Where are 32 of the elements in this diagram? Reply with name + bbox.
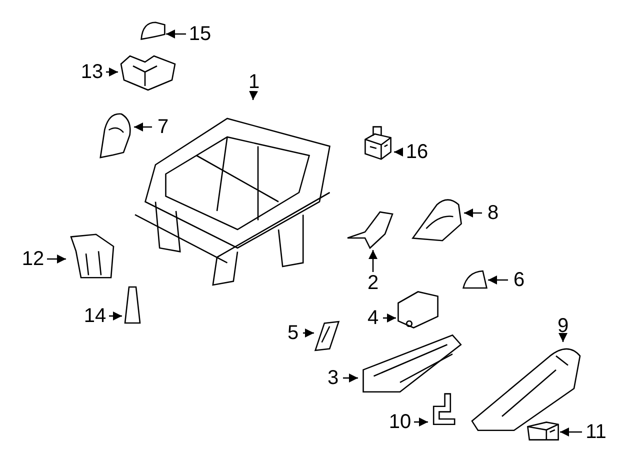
callout-number: 7 [152,116,174,138]
callout-number: 1 [244,71,264,93]
leader-line [464,208,482,218]
callout-number: 10 [386,411,414,433]
leader-line [488,276,508,284]
leader-line [166,30,186,38]
leader-line [109,312,122,320]
callout-number: 6 [508,269,530,291]
callout-number: 8 [482,202,504,224]
callout-number: 15 [186,23,214,45]
callout-number: 13 [78,61,106,83]
leader-line [106,68,118,76]
callout-number: 9 [552,314,574,338]
leader-line [368,250,378,272]
leader-line [134,122,152,132]
leader-line [560,428,582,436]
callout-number: 2 [363,272,383,294]
leader-line [303,328,314,338]
callout-number: 3 [323,367,343,389]
leader-line [394,148,403,156]
callout-number: 16 [403,141,431,163]
callout-number: 4 [363,307,383,329]
callout-number: 12 [19,248,47,270]
callout-number: 11 [582,421,610,443]
leader-line [558,333,568,342]
leader-line [249,90,258,100]
leader-line [414,418,428,426]
leader-line [343,374,358,382]
callout-number: 5 [283,322,303,344]
leader-line [383,314,396,322]
callout-number: 14 [81,305,109,327]
leader-line [47,254,66,264]
